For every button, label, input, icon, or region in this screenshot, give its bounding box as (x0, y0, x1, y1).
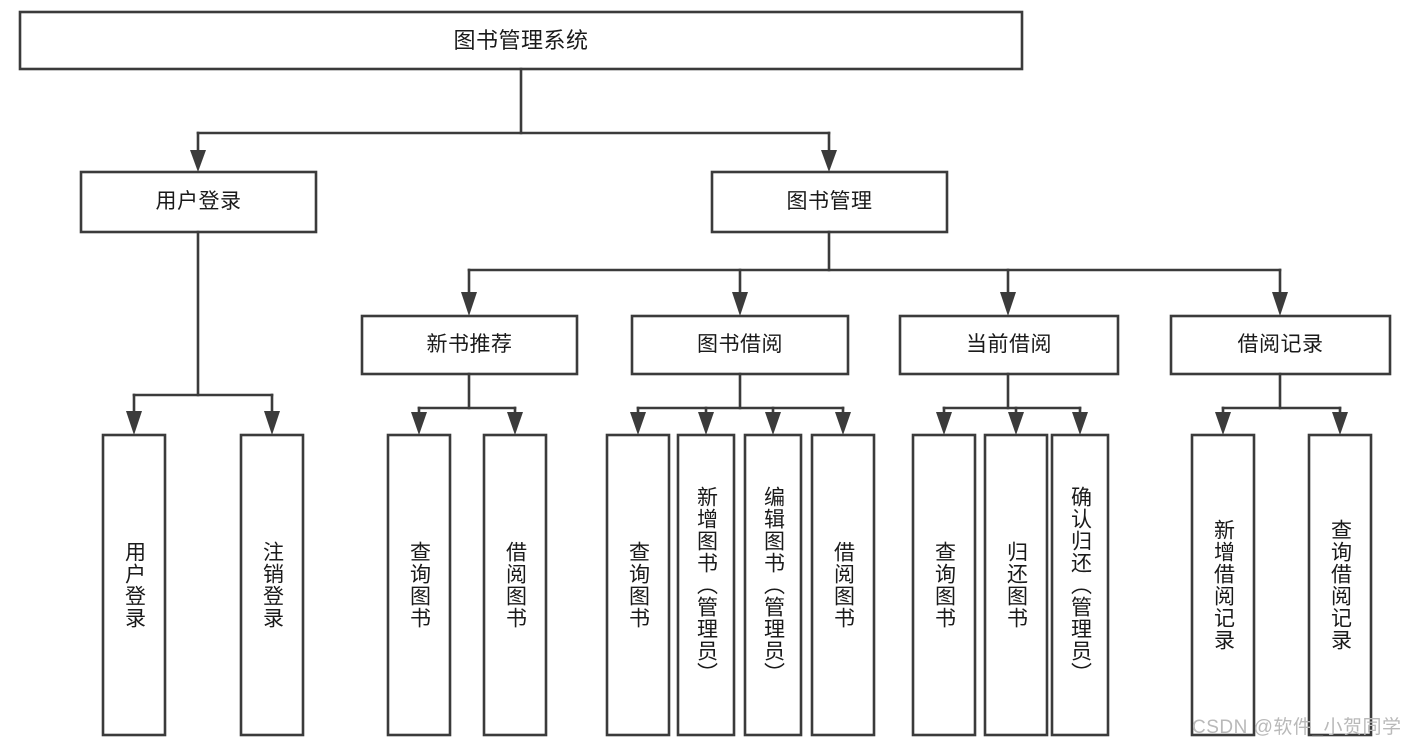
node-leaf-query-book-2-box[interactable] (605, 433, 671, 737)
arrowhead-leaf-add-book (698, 412, 714, 435)
arrowhead-leaf-borrow-book-1 (507, 412, 523, 435)
node-leaf-query-book-1-box[interactable] (386, 433, 452, 737)
node-borrow-record-box[interactable] (1169, 314, 1392, 376)
node-leaf-add-book-box[interactable] (676, 433, 736, 737)
arrowhead-to-book-borrow (732, 292, 748, 316)
arrowhead-to-book-manage (821, 150, 837, 172)
node-leaf-return-book-box[interactable] (983, 433, 1049, 737)
arrowhead-leaf-return-book (1008, 412, 1024, 435)
node-leaf-add-record-box[interactable] (1190, 433, 1256, 737)
node-leaf-query-book-3-box[interactable] (911, 433, 977, 737)
arrowhead-leaf-edit-book (765, 412, 781, 435)
node-current-borrow-box[interactable] (898, 314, 1120, 376)
arrowhead-leaf-add-record (1215, 412, 1231, 435)
node-leaf-edit-book-box[interactable] (743, 433, 803, 737)
arrowhead-leaf-query-book-2 (630, 412, 646, 435)
arrowhead-leaf-query-book-3 (936, 412, 952, 435)
node-leaf-borrow-book-2-box[interactable] (810, 433, 876, 737)
node-leaf-confirm-return-box[interactable] (1050, 433, 1110, 737)
node-book-borrow-box[interactable] (630, 314, 850, 376)
arrowhead-leaf-confirm-return (1072, 412, 1088, 435)
node-leaf-user-logout-box[interactable] (239, 433, 305, 737)
arrowhead-leaf-borrow-book-2 (835, 412, 851, 435)
arrowhead-leaf-user-login (126, 411, 142, 435)
node-user-login-box[interactable] (79, 170, 318, 234)
arrowhead-to-new-book-rec (461, 292, 477, 316)
node-new-book-rec-box[interactable] (360, 314, 579, 376)
arrowhead-leaf-query-book-1 (411, 412, 427, 435)
arrowhead-to-current-borrow (1000, 292, 1016, 316)
node-leaf-borrow-book-1-box[interactable] (482, 433, 548, 737)
node-leaf-query-record-box[interactable] (1307, 433, 1373, 737)
arrowhead-to-user-login (190, 150, 206, 172)
node-root-box[interactable] (18, 10, 1024, 71)
arrowhead-leaf-query-record (1332, 412, 1348, 435)
arrowhead-leaf-user-logout (264, 411, 280, 435)
arrowhead-to-borrow-record (1272, 292, 1288, 316)
node-leaf-user-login-box[interactable] (101, 433, 167, 737)
node-book-manage-box[interactable] (710, 170, 949, 234)
